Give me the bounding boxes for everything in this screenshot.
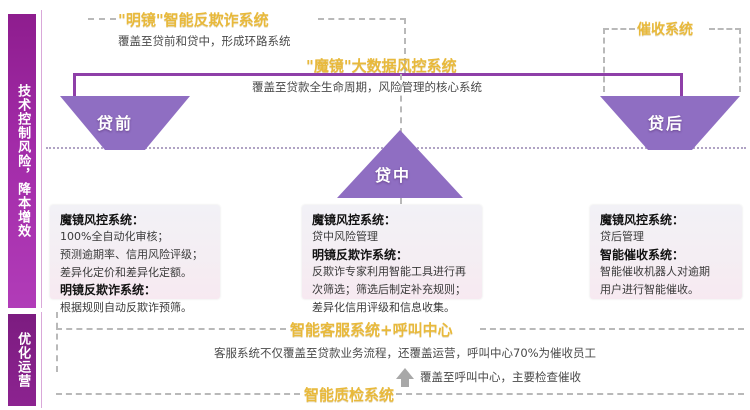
- card-line: 智能催收机器人对逾期: [600, 265, 710, 279]
- stage-shape-post-loan[interactable]: [600, 96, 740, 150]
- quality-dash-left: [56, 393, 300, 395]
- sidebar-item-label: 优化运营: [15, 332, 31, 388]
- service-bracket-left-edge: [56, 312, 58, 372]
- card-in-loan: 魔镜风控系统： 贷中风险管理 明镜反欺诈系统： 反欺诈专家利用智能工具进行再 次…: [302, 205, 482, 314]
- customer-service-subtitle: 客服系统不仅覆盖至贷款业务流程，还覆盖运营，呼叫中心70%为催收员工: [214, 346, 597, 360]
- sidebar-divider-primary: [41, 10, 42, 308]
- lifecycle-bracket-right-drop: [680, 73, 683, 107]
- anti-fraud-title: "明镜"智能反欺诈系统: [118, 11, 269, 29]
- stage-label-post-loan: 贷后: [648, 114, 685, 133]
- service-dash-left: [56, 328, 286, 330]
- center-guide-upper: [400, 74, 402, 134]
- card-line: 差异化信用评级和信息收集。: [312, 300, 455, 314]
- quality-inspection-subtitle: 覆盖至呼叫中心，主要检查催收: [420, 370, 581, 384]
- anti-fraud-subtitle: 覆盖至贷前和贷中，形成环路系统: [118, 34, 291, 48]
- arrow-up-stem: [401, 378, 409, 387]
- collection-dash-left-drop: [603, 28, 605, 92]
- stage-label-pre-loan: 贷前: [97, 114, 134, 133]
- card-line: 贷后管理: [600, 230, 644, 244]
- sidebar-item-label: 技术控制风险，降本增效: [15, 84, 31, 238]
- card-line: 用户进行智能催收。: [600, 283, 699, 296]
- arrow-up-head: [396, 368, 414, 379]
- stage-label-in-loan: 贷中: [375, 166, 412, 185]
- collection-dash-right: [709, 28, 741, 30]
- card-heading: 魔镜风控系统：: [60, 213, 145, 227]
- quality-dash-right: [396, 393, 744, 395]
- card-heading: 魔镜风控系统：: [312, 213, 397, 227]
- card-heading: 明镜反欺诈系统：: [312, 248, 409, 262]
- card-line: 100%全自动化审核；: [60, 230, 169, 244]
- big-data-risk-title: "魔镜"大数据风控系统: [306, 57, 457, 75]
- card-heading: 魔镜风控系统：: [600, 213, 685, 227]
- collection-title: 催收系统: [637, 22, 693, 38]
- customer-service-title: 智能客服系统+呼叫中心: [290, 321, 453, 339]
- service-dash-right: [480, 328, 744, 330]
- anti-fraud-dash-drop: [404, 18, 406, 74]
- anti-fraud-dash-right: [318, 18, 406, 20]
- lifecycle-bracket-top: [73, 73, 683, 76]
- big-data-risk-subtitle: 覆盖至贷款全生命周期，风险管理的核心系统: [252, 80, 482, 94]
- card-line: 次筛选；筛选后制定补充规则；: [312, 283, 466, 296]
- collection-dash-left: [603, 28, 635, 30]
- card-heading: 智能催收系统：: [600, 248, 685, 262]
- stage-shape-in-loan[interactable]: [337, 130, 463, 198]
- center-guide-lower: [400, 192, 402, 204]
- card-line: 根据规则自动反欺诈预筛。: [60, 300, 192, 314]
- collection-dash-right-drop: [739, 28, 741, 92]
- sidebar-item-risk-control[interactable]: 技术控制风险，降本增效: [8, 14, 36, 308]
- card-pre-loan: 魔镜风控系统： 100%全自动化审核； 预测逾期率、信用风险评级； 差异化定价和…: [50, 205, 220, 314]
- sidebar-item-operations[interactable]: 优化运营: [8, 314, 36, 406]
- sidebar-divider-secondary: [41, 312, 42, 408]
- card-line: 差异化定价和差异化定额。: [60, 265, 192, 279]
- card-heading: 明镜反欺诈系统：: [60, 283, 157, 298]
- card-line: 贷中风险管理: [312, 230, 378, 244]
- anti-fraud-dash-left: [88, 18, 116, 20]
- lifecycle-bracket-left-drop: [73, 73, 76, 107]
- card-post-loan: 魔镜风控系统： 贷后管理 智能催收系统： 智能催收机器人对逾期 用户进行智能催收…: [590, 205, 742, 299]
- card-line: 反欺诈专家利用智能工具进行再: [312, 265, 466, 279]
- stage-shape-pre-loan[interactable]: [60, 96, 190, 150]
- card-line: 预测逾期率、信用风险评级；: [60, 248, 203, 261]
- quality-inspection-title: 智能质检系统: [304, 386, 395, 404]
